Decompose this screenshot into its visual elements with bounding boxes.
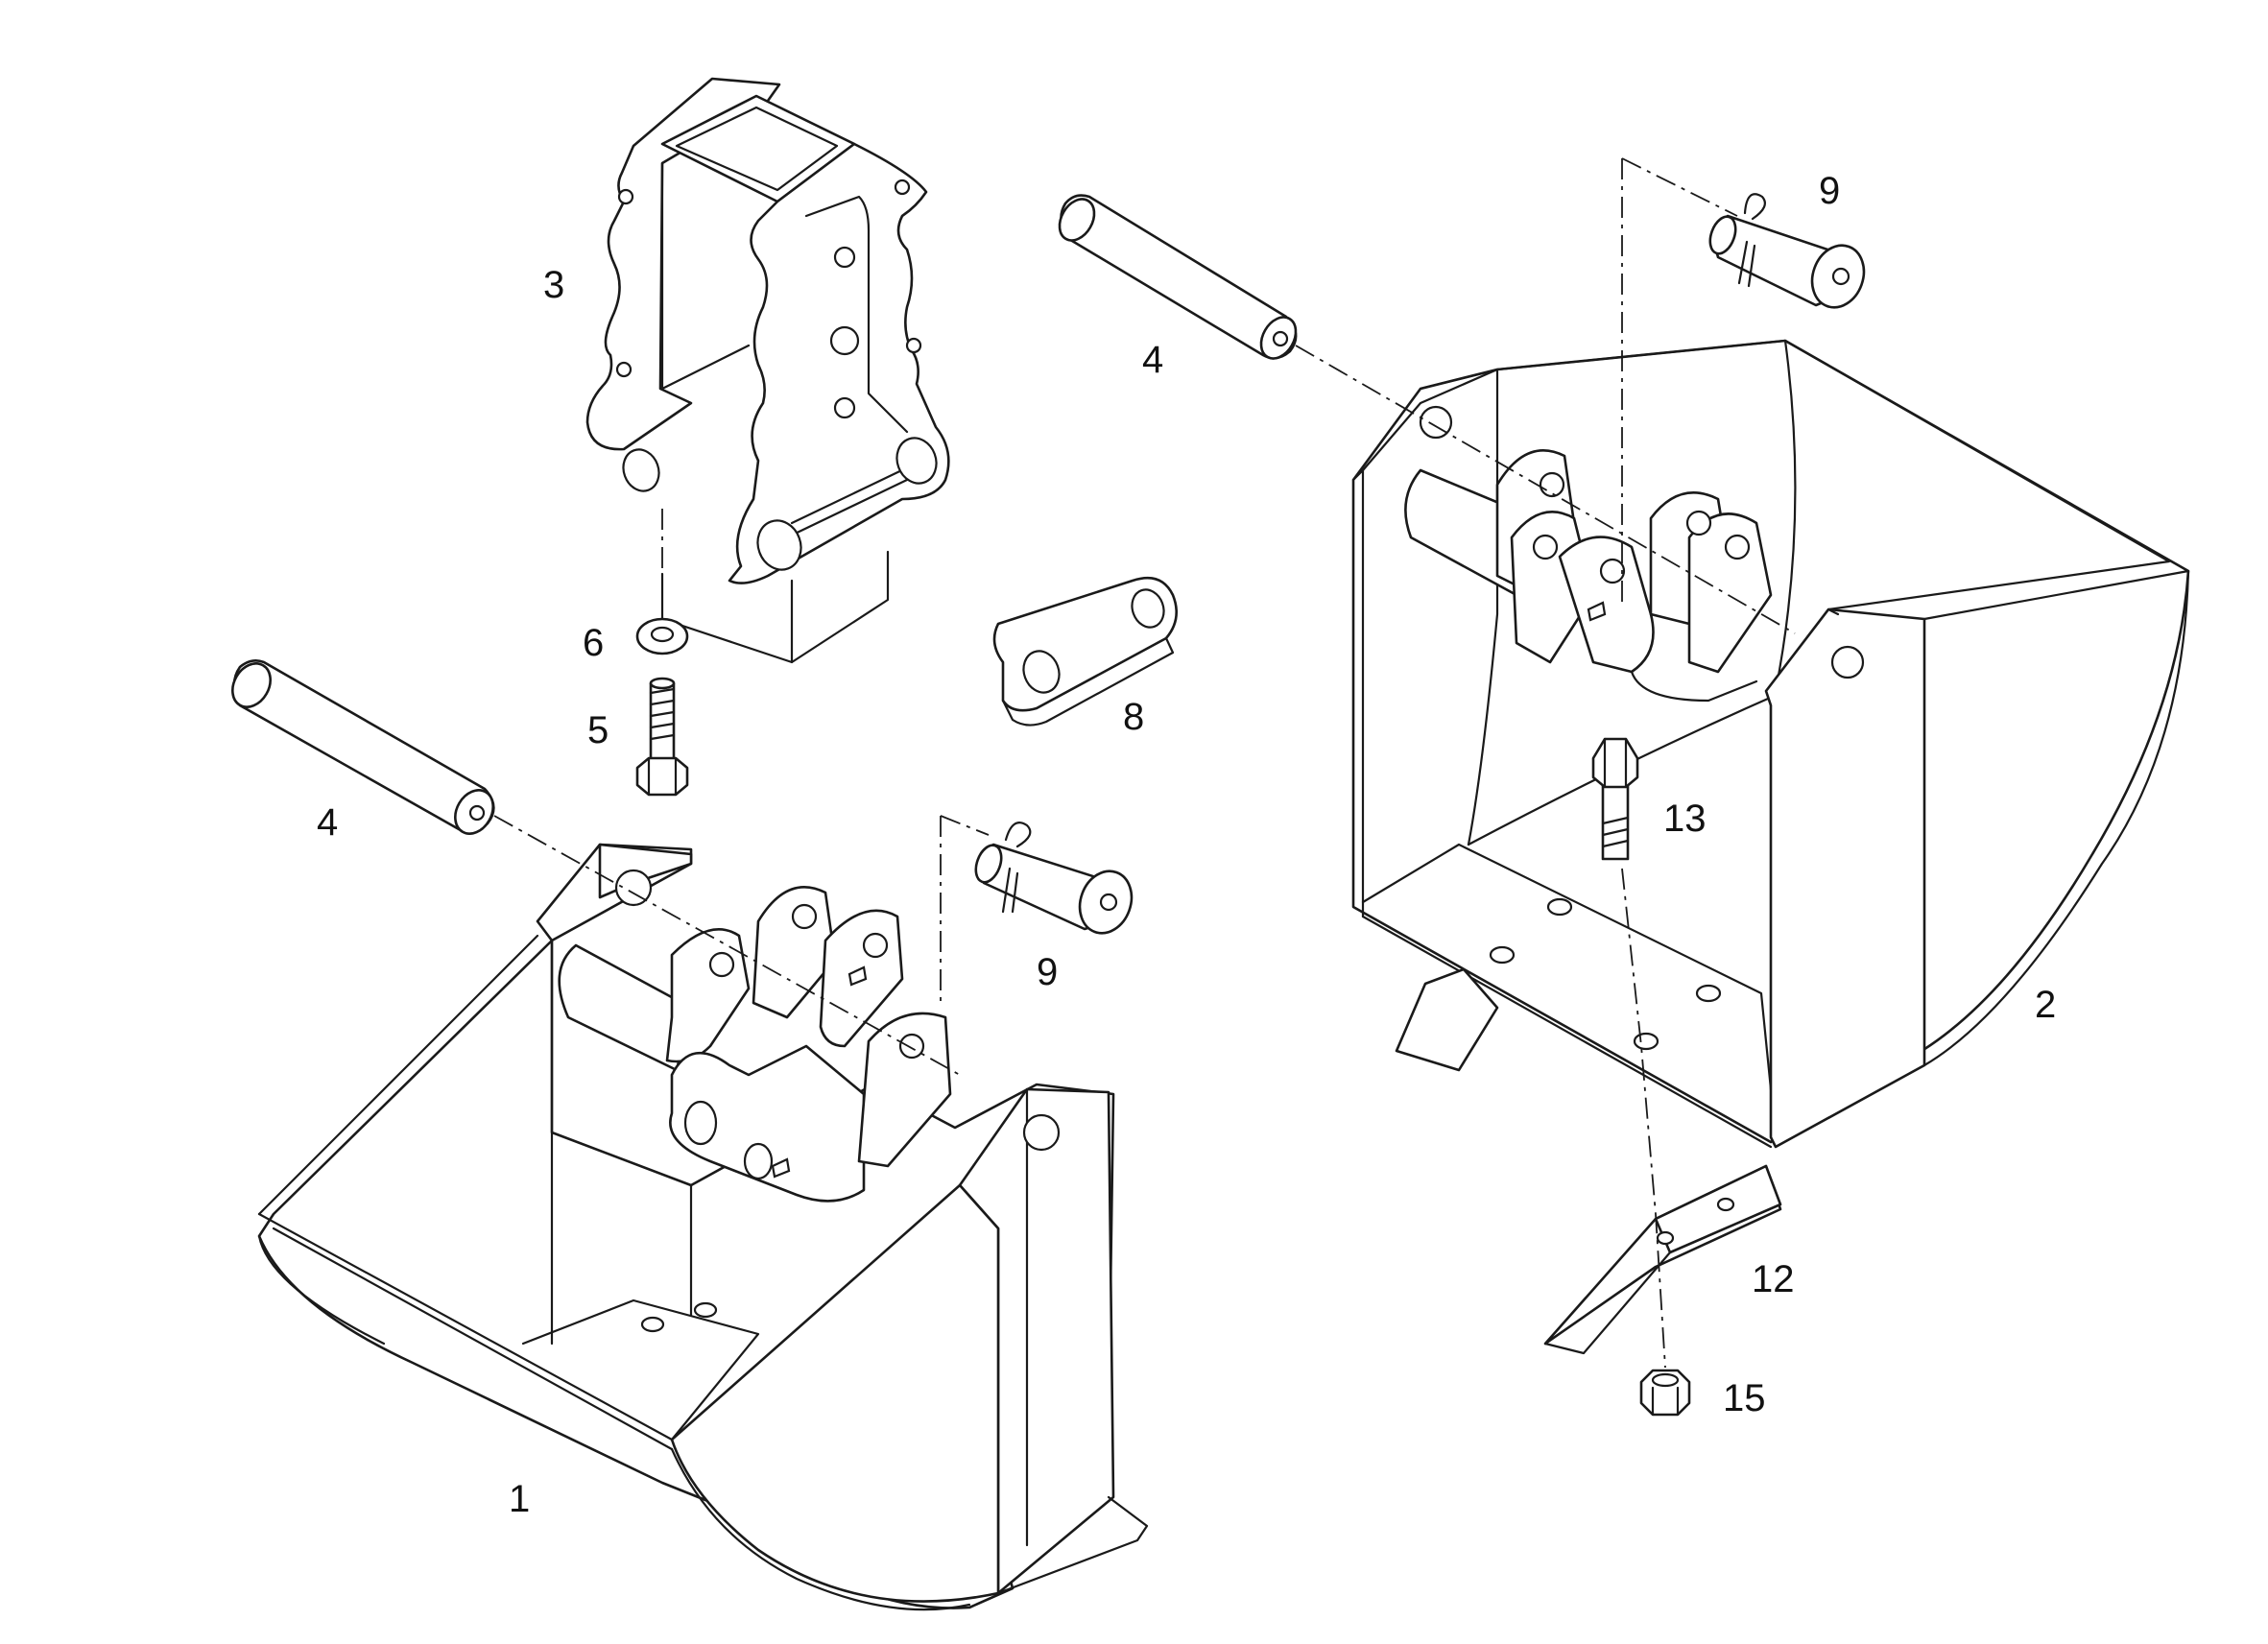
washer-part[interactable] xyxy=(635,617,689,655)
hitch-right-plate xyxy=(728,142,950,584)
nut-part[interactable] xyxy=(1639,1369,1691,1417)
assembly-axes xyxy=(493,157,1796,1369)
callout-4-left: 4 xyxy=(317,801,338,844)
small-bucket-part[interactable] xyxy=(257,843,1149,1611)
callout-3: 3 xyxy=(543,264,564,306)
callout-8: 8 xyxy=(1123,696,1144,738)
pin-part-right[interactable] xyxy=(1053,193,1303,365)
callout-labels: 1 2 3 4 4 5 6 8 9 9 12 13 15 xyxy=(317,170,2056,1520)
bucket2-mounted-tooth xyxy=(1395,967,1499,1072)
callout-9-center: 9 xyxy=(1037,951,1058,993)
lock-pin-part-center[interactable] xyxy=(971,822,1140,941)
callout-9-top: 9 xyxy=(1819,170,1840,212)
callout-13: 13 xyxy=(1663,798,1707,840)
bucket1-lug-1 xyxy=(665,928,751,1063)
tooth-bolt-part[interactable] xyxy=(1591,737,1639,861)
hitch-pin-hole-left xyxy=(622,448,660,492)
large-bucket-part[interactable] xyxy=(1351,339,2190,1149)
lock-pin-part-top[interactable] xyxy=(1706,193,1873,315)
bucket1-lug-plate xyxy=(669,1044,866,1203)
callout-15: 15 xyxy=(1723,1377,1766,1419)
callout-4-right: 4 xyxy=(1142,339,1163,381)
link-part[interactable] xyxy=(992,576,1179,727)
quick-hitch-part[interactable] xyxy=(585,77,950,664)
pin-part-left[interactable] xyxy=(225,656,500,841)
callout-2: 2 xyxy=(2035,984,2056,1026)
callout-5: 5 xyxy=(587,709,609,751)
callout-6: 6 xyxy=(583,622,604,664)
hitch-pin-hole-right xyxy=(895,437,938,485)
callout-12: 12 xyxy=(1752,1258,1795,1300)
callout-1: 1 xyxy=(509,1478,530,1520)
bolt-part[interactable] xyxy=(635,677,689,797)
hitch-left-plate xyxy=(585,77,781,451)
tooth-part[interactable] xyxy=(1543,1164,1782,1355)
hitch-pin-hole-lower xyxy=(756,519,802,571)
